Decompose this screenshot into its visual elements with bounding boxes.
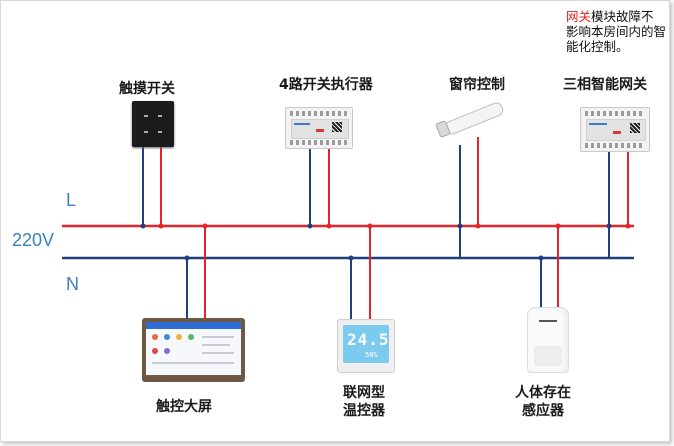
thermostat-label-line1: 联网型 xyxy=(343,385,385,401)
thermostat-temp: 24.5 xyxy=(347,330,390,349)
thermostat-label: 联网型 温控器 xyxy=(343,385,385,420)
relay-label: 4路开关执行器 xyxy=(279,77,373,93)
thermostat-humidity: 50% xyxy=(365,351,378,359)
presence-sensor-device xyxy=(527,307,569,373)
curtain-label: 窗帘控制 xyxy=(449,77,505,93)
thermostat-label-line2: 温控器 xyxy=(343,402,385,419)
note-text: 模块故障不影响本房间内的智能化控制。 xyxy=(566,9,667,54)
curtain-motor-icon xyxy=(435,102,504,138)
gateway-label: 三相智能网关 xyxy=(563,77,647,93)
touch-switch-label: 触摸开关 xyxy=(119,81,175,97)
touch-screen-label: 触控大屏 xyxy=(156,399,212,415)
touch-screen-device xyxy=(142,318,245,382)
presence-label-line1: 人体存在 xyxy=(515,385,571,401)
touch-switch-device xyxy=(132,101,174,147)
din-relay-device xyxy=(285,107,353,149)
gateway-device xyxy=(580,107,650,152)
junction-dots xyxy=(140,223,631,261)
line-label: L xyxy=(66,190,77,210)
thermostat-device: 24.5 50% xyxy=(337,319,395,373)
presence-sensor-label: 人体存在 感应器 xyxy=(515,385,571,420)
presence-label-line2: 感应器 xyxy=(522,402,564,419)
gateway-note: 网关模块故障不影响本房间内的智能化控制。 xyxy=(566,9,666,54)
voltage-label: 220V xyxy=(12,230,55,250)
neutral-label: N xyxy=(66,274,79,294)
note-highlight: 网关 xyxy=(566,9,592,24)
